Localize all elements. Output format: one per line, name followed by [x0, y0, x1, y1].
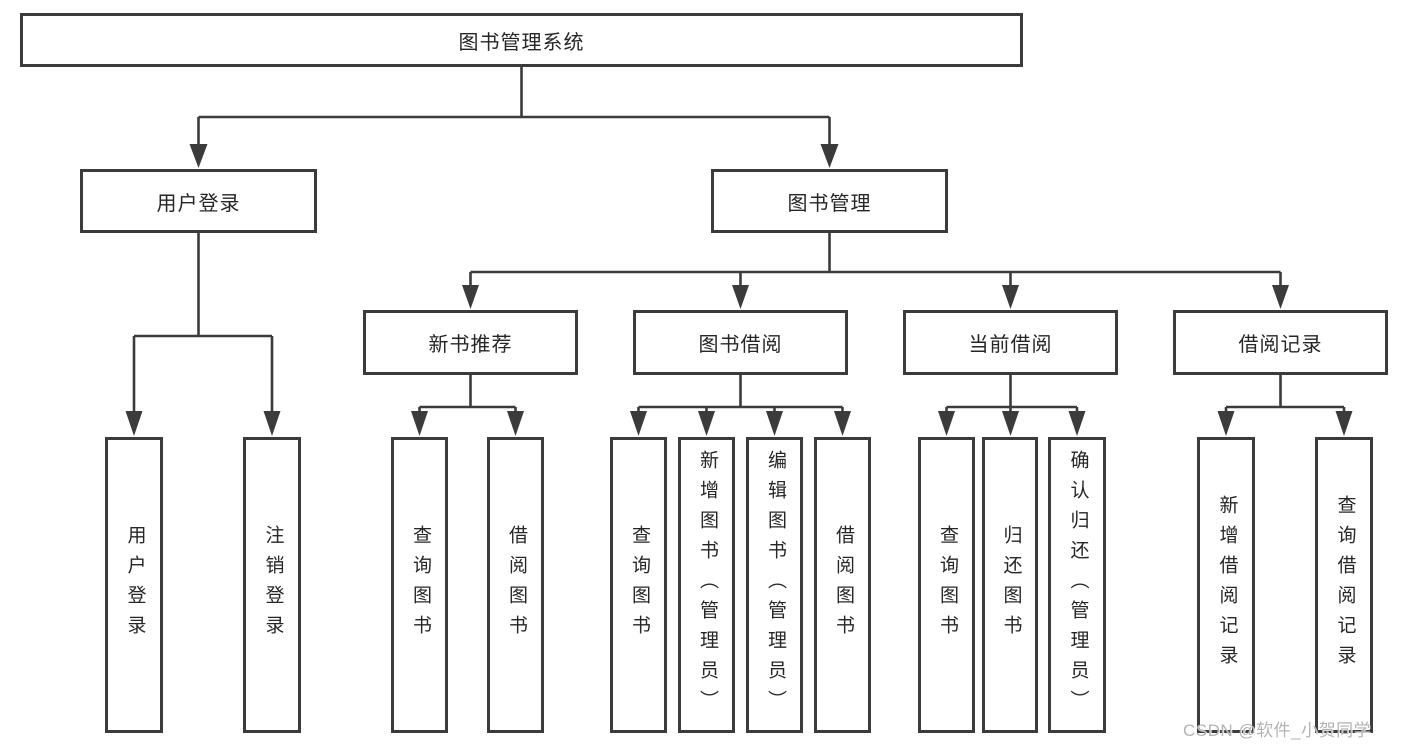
node-add-borrow-record: 新增借阅记录 [1197, 437, 1255, 733]
arrow-down-icon [1335, 411, 1353, 436]
connector-user-login [125, 233, 281, 436]
connector-book-borrow [630, 375, 851, 436]
node-label: 借阅记录 [1238, 334, 1323, 356]
node-return-books: 归还图书 [982, 437, 1038, 733]
node-query-borrow-record: 查询借阅记录 [1315, 437, 1373, 733]
node-logout: 注销登录 [243, 437, 301, 733]
node-label: 借阅图书 [505, 525, 527, 645]
arrow-down-icon [938, 411, 955, 436]
node-label: 图书管理系统 [458, 31, 585, 54]
node-current-borrowing: 当前借阅 [903, 310, 1118, 375]
node-label: 用户登录 [156, 192, 241, 215]
node-label: 查询借阅记录 [1334, 495, 1356, 675]
node-label: 新增图书（管理员） [696, 450, 718, 720]
node-borrow-books-recommend: 借阅图书 [487, 437, 544, 733]
arrow-down-icon [698, 411, 715, 436]
node-query-books-borrowing: 查询图书 [610, 437, 667, 733]
connector-cur-borrow [938, 375, 1086, 436]
arrow-down-icon [411, 411, 428, 436]
connector-root [189, 66, 839, 168]
node-add-books-admin: 新增图书（管理员） [678, 437, 735, 733]
node-book-borrowing: 图书借阅 [633, 310, 848, 375]
node-book-management: 图书管理 [711, 169, 948, 233]
node-query-books-current: 查询图书 [918, 437, 975, 733]
arrow-down-icon [189, 144, 208, 168]
arrow-down-icon [834, 411, 851, 436]
node-query-books-recommend: 查询图书 [391, 437, 448, 733]
arrow-down-icon [507, 411, 524, 436]
connector-new-recommend [411, 375, 524, 436]
arrow-down-icon [820, 144, 839, 168]
node-label: 查询图书 [936, 525, 958, 645]
arrow-down-icon [1068, 411, 1086, 436]
node-label: 新书推荐 [428, 334, 513, 356]
node-label: 查询图书 [409, 525, 431, 645]
node-label: 编辑图书（管理员） [764, 450, 786, 720]
node-user-login-leaf: 用户登录 [105, 437, 163, 733]
arrow-down-icon [125, 411, 143, 436]
node-label: 注销登录 [262, 525, 284, 645]
arrow-down-icon [766, 411, 783, 436]
node-label: 确认归还（管理员） [1067, 450, 1089, 720]
node-user-login: 用户登录 [80, 169, 317, 233]
node-borrowing-records: 借阅记录 [1173, 310, 1388, 375]
csdn-watermark: CSDN @软件_小贺同学 [1183, 721, 1372, 740]
arrow-down-icon [263, 411, 281, 436]
arrow-down-icon [1002, 411, 1019, 436]
arrow-down-icon [1217, 411, 1235, 436]
arrow-down-icon [1002, 285, 1019, 309]
connector-book-mgmt [462, 233, 1289, 309]
node-label: 图书管理 [787, 192, 872, 215]
arrow-down-icon [462, 285, 479, 309]
arrow-down-icon [630, 411, 647, 436]
node-label: 图书借阅 [698, 334, 783, 356]
node-borrow-books: 借阅图书 [814, 437, 871, 733]
node-edit-books-admin: 编辑图书（管理员） [746, 437, 803, 733]
node-label: 用户登录 [124, 525, 146, 645]
node-label: 借阅图书 [832, 525, 854, 645]
node-new-book-recommendation: 新书推荐 [363, 310, 578, 375]
node-label: 新增借阅记录 [1216, 495, 1238, 675]
node-book-management-system: 图书管理系统 [20, 13, 1023, 67]
node-confirm-return-admin: 确认归还（管理员） [1048, 437, 1106, 733]
connector-borrow-rec [1217, 375, 1353, 436]
node-label: 归还图书 [1000, 525, 1022, 645]
arrow-down-icon [732, 285, 749, 309]
arrow-down-icon [1272, 285, 1289, 309]
node-label: 当前借阅 [968, 334, 1053, 356]
node-label: 查询图书 [628, 525, 650, 645]
